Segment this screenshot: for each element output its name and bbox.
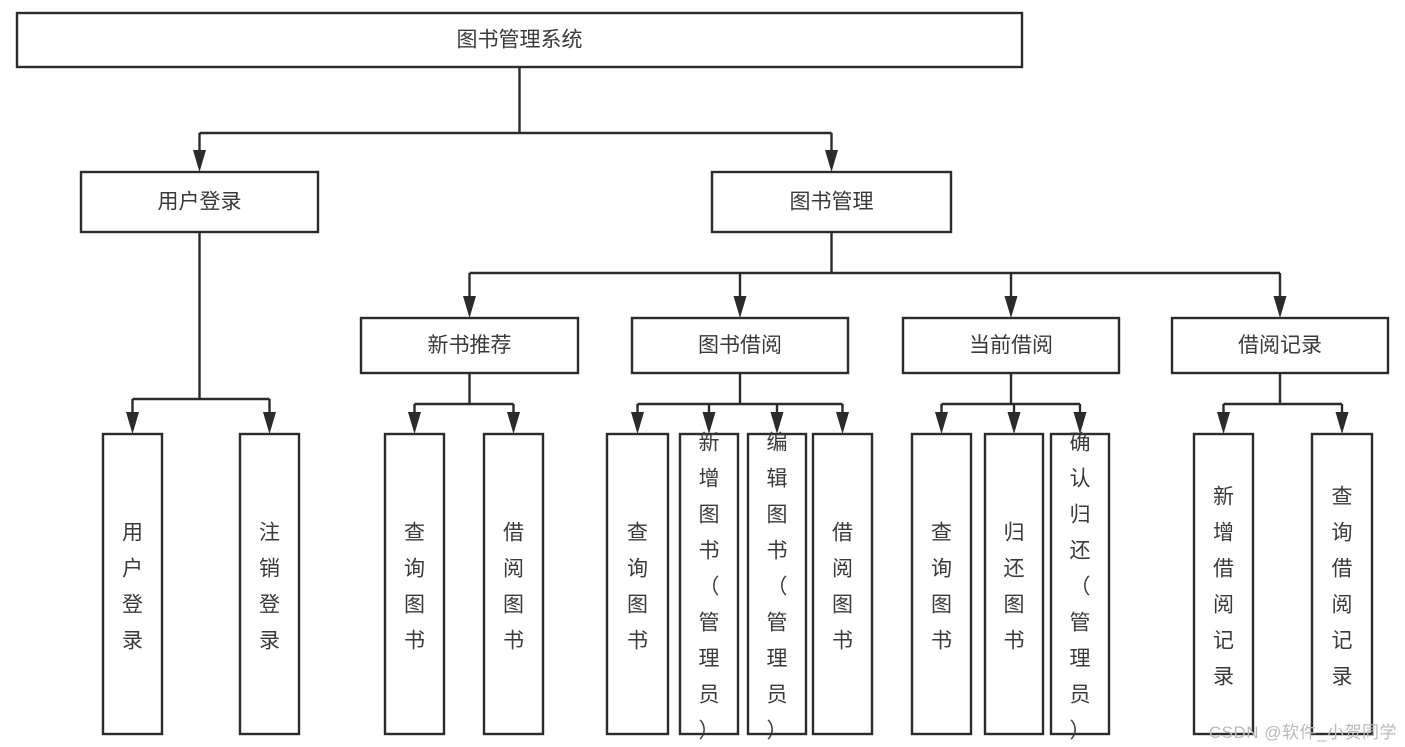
arrow-head-borrow-record	[1273, 296, 1287, 318]
node-box-new-book-recommend[interactable]	[359, 316, 580, 375]
node-label-borrow-record: 借阅记录	[1238, 334, 1322, 357]
node-label-leaf-query-record: 查询借阅记录	[1332, 485, 1353, 688]
node-current-borrow[interactable]: 当前借阅	[901, 316, 1121, 375]
node-user-login[interactable]: 用户登录	[79, 170, 320, 234]
arrow-head-leaf-edit-book	[770, 412, 784, 434]
node-label-leaf-add-book: 新增图书（管理员）	[699, 431, 720, 742]
arrow-head-new-book-recommend	[463, 296, 476, 318]
edge-group-book-manage	[463, 232, 1287, 318]
arrow-head-current-borrow	[1004, 296, 1018, 318]
node-label-leaf-confirm-return: 确认归还（管理员）	[1070, 431, 1091, 742]
node-label-new-book-recommend: 新书推荐	[428, 334, 512, 357]
node-leaf-return-book[interactable]: 归还图书	[983, 432, 1045, 736]
node-box-leaf-add-record[interactable]	[1192, 432, 1255, 736]
arrow-head-leaf-query-book-2	[631, 412, 644, 434]
node-leaf-add-book[interactable]: 新增图书（管理员）	[678, 431, 740, 742]
node-box-leaf-add-book[interactable]	[678, 432, 740, 736]
arrow-head-leaf-logout	[263, 412, 276, 434]
node-box-book-manage[interactable]	[710, 170, 953, 234]
node-book-manage[interactable]: 图书管理	[710, 170, 953, 234]
edge-group-borrow-record	[1217, 373, 1349, 434]
nodes-layer: 图书管理系统用户登录图书管理新书推荐图书借阅当前借阅借阅记录用户登录注销登录查询…	[15, 11, 1390, 742]
node-label-user-login: 用户登录	[158, 191, 242, 214]
node-label-leaf-borrow-book-2: 借阅图书	[832, 521, 853, 652]
node-box-leaf-logout[interactable]	[238, 432, 301, 736]
arrow-head-book-manage	[825, 150, 838, 172]
node-label-leaf-return-book: 归还图书	[1004, 521, 1025, 652]
node-root[interactable]: 图书管理系统	[15, 11, 1024, 69]
node-label-leaf-query-book-2: 查询图书	[627, 521, 648, 652]
node-box-borrow-record[interactable]	[1170, 316, 1390, 375]
arrow-head-leaf-query-record	[1335, 412, 1349, 434]
node-box-root[interactable]	[15, 11, 1024, 69]
node-leaf-logout[interactable]: 注销登录	[238, 432, 301, 736]
node-leaf-user-login[interactable]: 用户登录	[101, 432, 164, 736]
node-box-leaf-return-book[interactable]	[983, 432, 1045, 736]
node-box-leaf-query-book-2[interactable]	[605, 432, 670, 736]
arrow-head-leaf-add-book	[702, 412, 716, 434]
arrow-head-leaf-confirm-return	[1073, 412, 1087, 434]
node-new-book-recommend[interactable]: 新书推荐	[359, 316, 580, 375]
edges-layer	[126, 67, 1349, 434]
node-box-current-borrow[interactable]	[901, 316, 1121, 375]
node-book-borrow[interactable]: 图书借阅	[630, 316, 850, 375]
node-leaf-borrow-book-2[interactable]: 借阅图书	[811, 432, 874, 736]
arrow-head-leaf-query-book-3	[935, 412, 948, 434]
node-borrow-record[interactable]: 借阅记录	[1170, 316, 1390, 375]
node-leaf-query-book-3[interactable]: 查询图书	[910, 432, 973, 736]
node-box-leaf-query-record[interactable]	[1310, 432, 1374, 736]
node-box-leaf-query-book-3[interactable]	[910, 432, 973, 736]
node-label-leaf-logout: 注销登录	[259, 521, 280, 652]
node-leaf-confirm-return[interactable]: 确认归还（管理员）	[1049, 431, 1111, 742]
node-leaf-borrow-book-1[interactable]: 借阅图书	[482, 432, 545, 736]
node-box-leaf-query-book-1[interactable]	[383, 432, 446, 736]
node-label-leaf-borrow-book-1: 借阅图书	[503, 521, 524, 652]
node-label-book-borrow: 图书借阅	[698, 334, 782, 357]
arrow-head-leaf-return-book	[1007, 412, 1021, 434]
arrow-head-leaf-user-login	[126, 412, 139, 434]
edge-group-user-login	[126, 232, 276, 434]
node-label-leaf-query-book-1: 查询图书	[404, 521, 425, 652]
node-label-leaf-add-record: 新增借阅记录	[1213, 485, 1234, 688]
node-leaf-edit-book[interactable]: 编辑图书（管理员）	[746, 431, 808, 742]
edge-group-root	[193, 67, 838, 172]
edge-group-new-book-recommend	[408, 373, 520, 434]
node-label-leaf-query-book-3: 查询图书	[931, 521, 952, 652]
node-box-user-login[interactable]	[79, 170, 320, 234]
node-box-leaf-confirm-return[interactable]	[1049, 432, 1111, 736]
node-leaf-query-book-1[interactable]: 查询图书	[383, 432, 446, 736]
edge-group-current-borrow	[935, 373, 1087, 434]
node-leaf-query-book-2[interactable]: 查询图书	[605, 432, 670, 736]
node-leaf-add-record[interactable]: 新增借阅记录	[1192, 432, 1255, 736]
node-label-root: 图书管理系统	[457, 29, 583, 52]
arrow-head-leaf-borrow-book-1	[507, 412, 520, 434]
arrow-head-leaf-query-book-1	[408, 412, 421, 434]
arrow-head-user-login	[193, 150, 206, 172]
edge-group-book-borrow	[631, 373, 849, 434]
arrow-head-book-borrow	[733, 296, 747, 318]
node-label-leaf-user-login: 用户登录	[122, 521, 143, 652]
node-box-leaf-borrow-book-2[interactable]	[811, 432, 874, 736]
node-box-book-borrow[interactable]	[630, 316, 850, 375]
node-leaf-query-record[interactable]: 查询借阅记录	[1310, 432, 1374, 736]
node-label-book-manage: 图书管理	[790, 191, 874, 214]
arrow-head-leaf-borrow-book-2	[836, 412, 849, 434]
arrow-head-leaf-add-record	[1217, 412, 1230, 434]
node-label-leaf-edit-book: 编辑图书（管理员）	[767, 431, 788, 742]
node-box-leaf-borrow-book-1[interactable]	[482, 432, 545, 736]
node-box-leaf-edit-book[interactable]	[746, 432, 808, 736]
node-label-current-borrow: 当前借阅	[969, 334, 1053, 357]
node-box-leaf-user-login[interactable]	[101, 432, 164, 736]
